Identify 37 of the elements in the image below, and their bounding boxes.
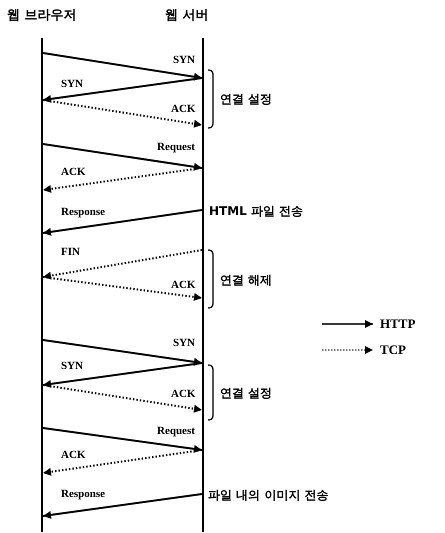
arrow [42,209,202,236]
arrow [42,427,202,453]
annotation-label: HTML 파일 전송 [209,204,304,219]
arrow [42,52,202,81]
edge-label: SYN [172,337,196,349]
arrow [42,167,202,193]
edge-label: ACK [60,449,86,461]
arrow [42,339,202,366]
edge-label: FIN [60,246,81,258]
edge-label: Request [156,141,196,153]
arrow [42,249,202,280]
arrow [42,493,202,519]
edge-label: ACK [60,166,86,178]
legend-label: TCP [380,342,406,357]
edge-label: Response [60,206,106,218]
participant-label: 웹 브라우저 [7,8,77,24]
participant-label: 웹 서버 [165,8,209,24]
annotation-label: 연결 설정 [220,386,272,401]
edge-label: SYN [172,54,196,66]
edge-label: Request [156,425,196,437]
legend-label: HTTP [380,316,416,331]
arrow [42,362,202,388]
edge-label: ACK [170,103,196,115]
annotation-label: 연결 설정 [220,92,272,107]
arrow [42,276,202,301]
edge-label: SYN [60,360,84,372]
annotation-label: 파일 내의 이미지 전송 [208,488,329,503]
edge-label: SYN [60,78,84,90]
arrow [42,99,202,128]
edge-label: ACK [170,279,196,291]
edge-label: Response [60,488,106,500]
annotation-label: 연결 해제 [220,273,272,288]
edge-label: ACK [170,388,196,400]
arrow [42,143,202,171]
arrow [42,77,202,103]
arrow [42,384,202,413]
arrow [42,449,202,476]
